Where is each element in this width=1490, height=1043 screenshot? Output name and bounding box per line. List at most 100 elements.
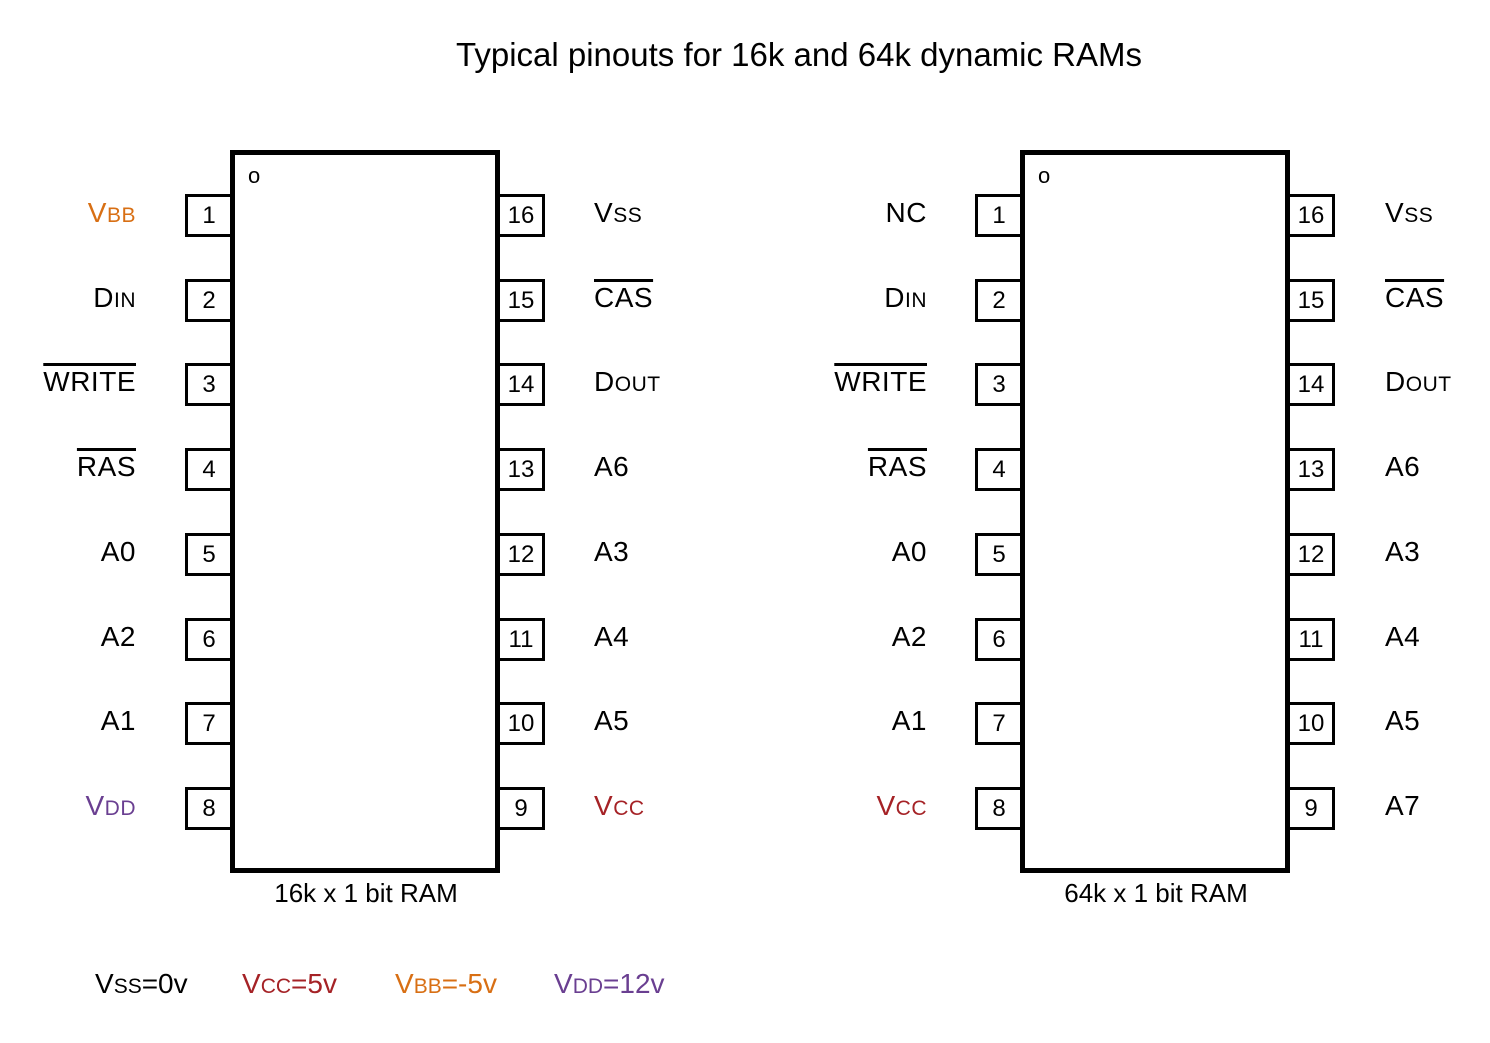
signal-label: WRITE <box>834 365 927 399</box>
legend-item: VBB=-5v <box>395 968 497 1000</box>
signal-label: NC <box>886 196 927 230</box>
pin-box: 11 <box>1290 617 1335 661</box>
signal-name: V <box>876 789 896 821</box>
pin-box: 1 <box>185 194 230 237</box>
signal-name: A6 <box>1385 451 1421 483</box>
signal-label: A3 <box>1385 535 1420 569</box>
signal-label: A2 <box>101 620 136 654</box>
legend-value: =5v <box>291 968 337 999</box>
signal-subscript: DD <box>104 796 136 820</box>
signal-label: A5 <box>1385 704 1420 738</box>
pin-box: 11 <box>500 617 545 661</box>
signal-name: V <box>85 789 105 821</box>
pin-box: 14 <box>500 363 545 407</box>
signal-name: A5 <box>1385 705 1421 737</box>
pin1-marker: o <box>248 163 261 188</box>
pin-box: 16 <box>500 194 545 237</box>
page-title: Typical pinouts for 16k and 64k dynamic … <box>456 36 1142 73</box>
legend-name: V <box>395 968 414 999</box>
signal-name: A3 <box>594 535 630 567</box>
chip-caption: 16k x 1 bit RAM <box>274 878 458 908</box>
signal-name: A2 <box>100 620 136 652</box>
signal-name: RAS <box>76 451 136 483</box>
signal-subscript: SS <box>613 204 643 227</box>
pin-box: 9 <box>500 786 545 830</box>
legend-subscript: BB <box>413 975 442 998</box>
pin-box: 2 <box>975 278 1020 322</box>
signal-label: VSS <box>1385 196 1433 233</box>
legend-item: VSS=0v <box>95 968 188 1000</box>
legend-item: VDD=12v <box>554 968 665 1000</box>
signal-name: A0 <box>891 535 927 567</box>
signal-name: A0 <box>100 535 136 567</box>
signal-label: A0 <box>101 535 136 569</box>
signal-name: A7 <box>1385 789 1421 821</box>
signal-label: RAS <box>868 450 927 484</box>
signal-name: WRITE <box>834 366 927 398</box>
signal-name: D <box>594 366 615 398</box>
pin-box: 10 <box>500 702 545 746</box>
pin-box: 16 <box>1290 194 1335 237</box>
signal-label: A0 <box>892 535 927 569</box>
signal-label: DIN <box>93 281 136 318</box>
signal-name: RAS <box>867 451 927 483</box>
signal-name: A6 <box>594 451 630 483</box>
pin-box: 12 <box>500 532 545 576</box>
signal-label: VCC <box>876 789 927 826</box>
chip-caption: 64k x 1 bit RAM <box>1064 878 1248 908</box>
pin-box: 3 <box>185 363 230 407</box>
signal-label: A6 <box>1385 450 1420 484</box>
pin-box: 7 <box>975 702 1020 746</box>
signal-label: A5 <box>594 704 629 738</box>
signal-name: V <box>1385 197 1405 228</box>
pin-box: 13 <box>500 448 545 492</box>
pin-box: 15 <box>500 278 545 322</box>
pin-box: 13 <box>1290 448 1335 492</box>
pin-box: 1 <box>975 194 1020 237</box>
pin-box: 6 <box>185 617 230 661</box>
signal-label: VBB <box>88 196 136 233</box>
signal-name: A4 <box>1385 620 1421 652</box>
signal-subscript: OUT <box>1405 373 1452 397</box>
signal-label: A4 <box>594 620 629 654</box>
signal-name: A2 <box>891 620 927 652</box>
chip-body: o <box>1020 150 1290 873</box>
signal-name: V <box>594 197 614 228</box>
signal-name: D <box>1385 366 1406 398</box>
signal-subscript: CC <box>895 796 927 820</box>
chip-body: o <box>230 150 500 873</box>
signal-name: A1 <box>100 705 136 737</box>
signal-label: VSS <box>594 196 642 233</box>
legend-name: V <box>242 968 261 999</box>
signal-name: WRITE <box>43 366 136 398</box>
pin-box: 4 <box>975 448 1020 492</box>
signal-name: CAS <box>1385 281 1445 313</box>
signal-name: D <box>884 281 905 313</box>
signal-label: A6 <box>594 450 629 484</box>
signal-name: V <box>87 197 107 228</box>
signal-name: NC <box>885 197 927 228</box>
pin-box: 6 <box>975 617 1020 661</box>
signal-subscript: OUT <box>614 373 661 397</box>
legend-subscript: SS <box>113 975 142 998</box>
legend-value: =0v <box>141 968 188 999</box>
pin-box: 5 <box>185 532 230 576</box>
signal-label: A2 <box>892 620 927 654</box>
signal-name: A5 <box>594 705 630 737</box>
pin-box: 8 <box>185 786 230 830</box>
signal-subscript: BB <box>106 204 136 227</box>
signal-label: VCC <box>594 789 645 826</box>
signal-label: VDD <box>85 789 136 826</box>
signal-label: A4 <box>1385 620 1420 654</box>
signal-subscript: CC <box>613 796 645 820</box>
pin1-marker: o <box>1038 163 1051 188</box>
signal-subscript: SS <box>1404 204 1434 227</box>
signal-subscript: IN <box>905 288 927 312</box>
signal-name: A4 <box>594 620 630 652</box>
pin-box: 4 <box>185 448 230 492</box>
signal-label: CAS <box>1385 281 1444 315</box>
signal-label: DIN <box>884 281 927 318</box>
pin-box: 3 <box>975 363 1020 407</box>
signal-label: A1 <box>892 704 927 738</box>
legend-item: VCC=5v <box>242 968 337 1000</box>
